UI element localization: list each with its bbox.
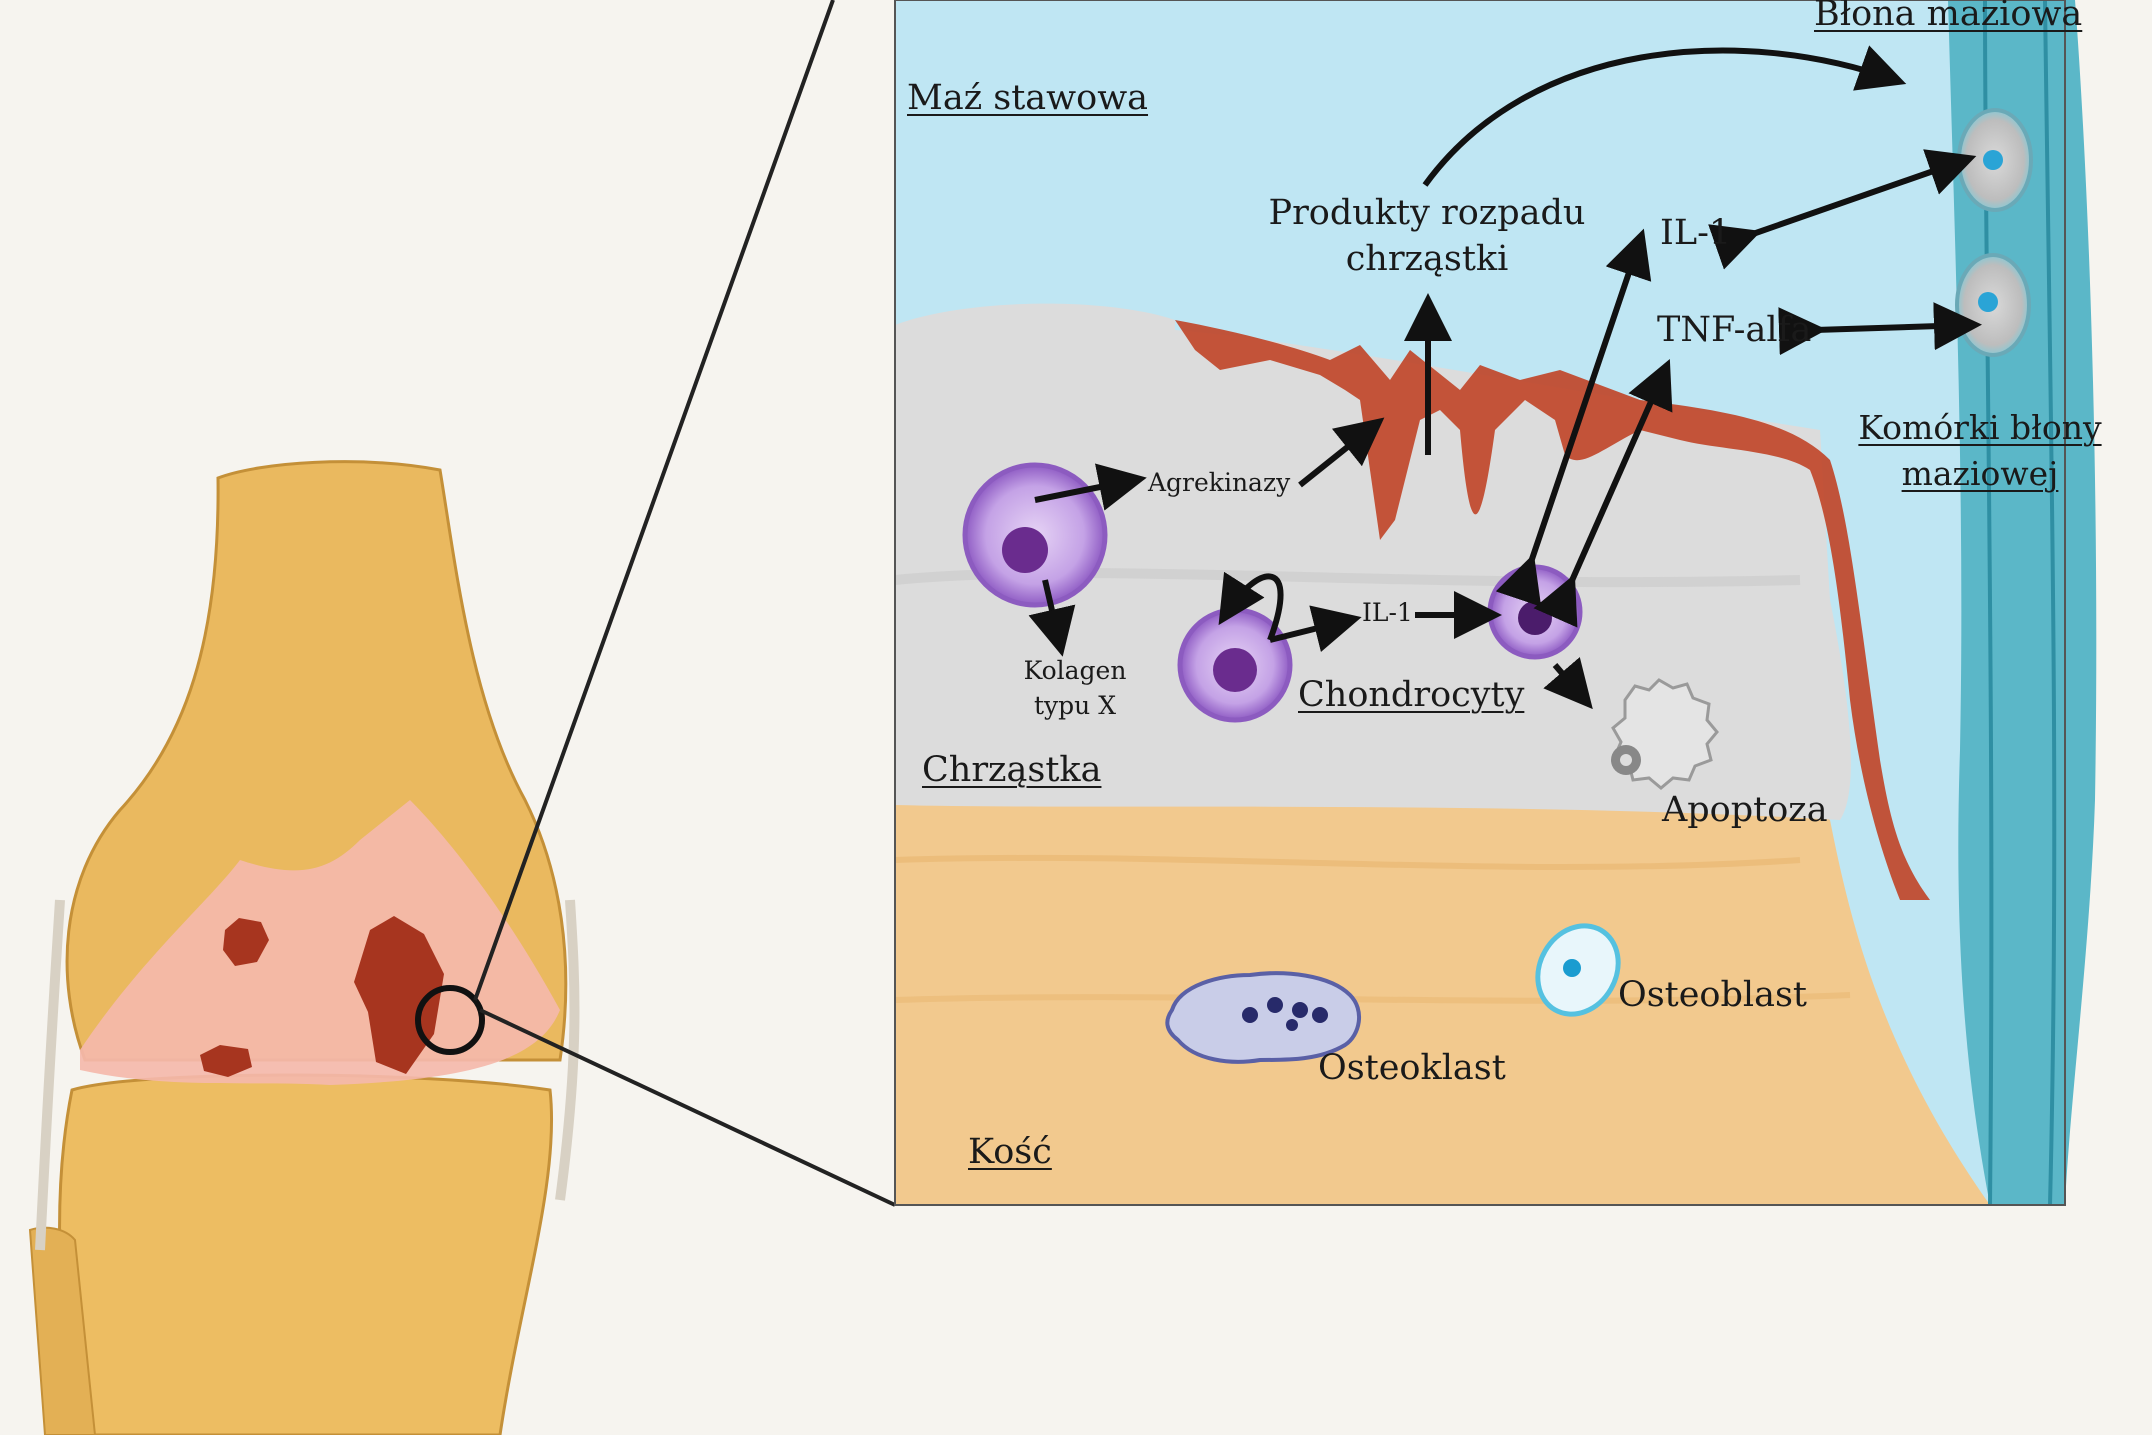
arrow-autocrine-out: [1269, 605, 1362, 653]
arrow-to-membrane: [1422, 45, 1907, 187]
label-synovial-membrane: Błona maziowa: [1814, 0, 2083, 34]
knee-cartilage: [80, 800, 560, 1085]
label-apoptosis: Apoptoza: [1662, 790, 1828, 830]
osteoblast-cell: [1535, 923, 1621, 1017]
zoom-circle: [415, 985, 485, 1055]
label-synovial-cells: Komórki błony maziowej: [1840, 405, 2120, 497]
label-chondrocytes: Chondrocyty: [1298, 675, 1525, 715]
lesion: [223, 918, 269, 966]
label-osteoblast: Osteoblast: [1618, 975, 1807, 1015]
label-breakdown-products-line1: Produkty rozpadu: [1268, 193, 1586, 233]
label-breakdown-products-line2: chrząstki: [1345, 239, 1509, 279]
label-il1-small: IL-1: [1362, 598, 1413, 627]
label-tnf-alfa: TNF-alfa: [1657, 310, 1812, 350]
label-synovial-cells-line1: Komórki błony: [1858, 408, 2102, 447]
arrow-tnf-cell-bidir: [1533, 359, 1673, 628]
arrow-autocrine: [1218, 571, 1284, 642]
arrow-il1-membrane-bidir: [1708, 149, 1977, 270]
osteoclast-cell: [1165, 971, 1362, 1064]
arrow-tnf-membrane-bidir: [1778, 302, 1982, 356]
arrow-aggrecanase-to-erosion: [1298, 417, 1385, 488]
label-cartilage: Chrząstka: [922, 750, 1102, 790]
label-synovial-fluid: Maź stawowa: [907, 78, 1149, 118]
apoptotic-cell: [1611, 678, 1719, 790]
label-breakdown-products: Produkty rozpadu chrząstki: [1262, 190, 1592, 282]
label-collagen: Kolagen typu X: [1010, 653, 1140, 723]
arrow-cell-to-apoptosis: [1543, 657, 1593, 710]
label-collagen-line1: Kolagen: [1023, 656, 1127, 685]
label-osteoclast: Osteoklast: [1318, 1048, 1506, 1088]
arrow-cell-to-aggrecanase: [1034, 463, 1147, 511]
label-aggrecanases: Agrekinazy: [1148, 468, 1291, 497]
label-bone: Kość: [968, 1132, 1052, 1172]
label-il1-top: IL-1: [1660, 213, 1732, 253]
arrows: [1028, 45, 1982, 710]
arrow-cell-to-collagen: [1028, 579, 1076, 657]
tibia: [58, 1073, 554, 1435]
knee-joint: [28, 460, 580, 1435]
label-synovial-cells-line2: maziowej: [1901, 454, 2059, 493]
label-collagen-line2: typu X: [1033, 691, 1117, 720]
lesion: [200, 1045, 252, 1077]
